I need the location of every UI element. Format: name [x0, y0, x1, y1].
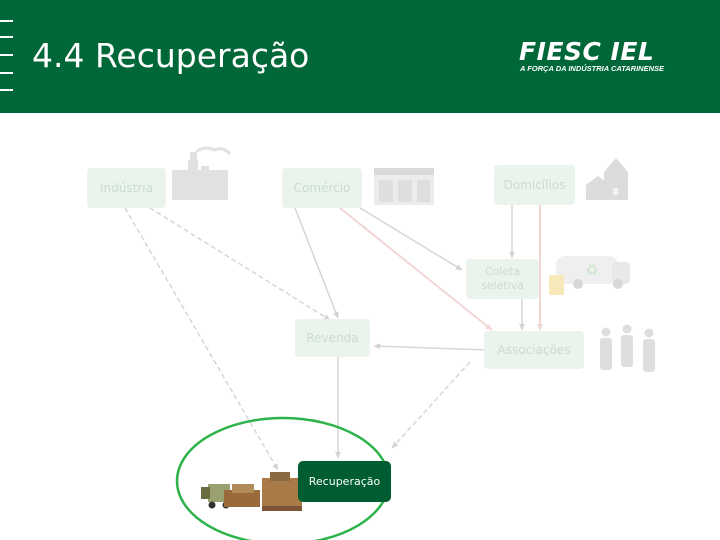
logo-wordmark: FIESC IEL — [519, 37, 655, 66]
arrow-comercio-coleta — [359, 207, 463, 271]
header-rule — [0, 89, 13, 91]
factory-icon — [172, 146, 232, 200]
fiesc-iel-logo: FIESC IEL A FORÇA DA INDÚSTRIA CATARINEN… — [519, 38, 684, 78]
arrow-comercio-revenda — [294, 207, 339, 319]
header-rule — [0, 20, 13, 22]
svg-text:♻: ♻ — [585, 261, 598, 279]
people-icon — [600, 324, 655, 372]
arrow-comercio-associacoes — [339, 207, 493, 331]
node-revenda: Revenda — [295, 319, 370, 357]
header-rule — [0, 36, 13, 38]
houses-icon — [586, 158, 628, 200]
node-associacoes: Associações — [484, 331, 584, 369]
arrow-associacoes-revenda — [373, 343, 489, 351]
logo-tagline: A FORÇA DA INDÚSTRIA CATARINENSE — [520, 64, 665, 73]
node-domicilios: Domicílios — [494, 165, 575, 205]
header-rule — [0, 72, 13, 74]
node-coleta-seletiva: Coleta seletiva — [466, 259, 539, 299]
arrow-associacoes-recuperacao — [391, 361, 471, 449]
storefront-icon — [374, 168, 434, 205]
slide-title: 4.4 Recuperação — [32, 36, 310, 75]
node-recuperacao: Recuperação — [298, 461, 391, 502]
node-comercio: Comércio — [282, 168, 362, 208]
header-rule — [0, 54, 13, 56]
arrow-industria-recuperacao — [124, 207, 279, 471]
header-bar: 4.4 Recuperação FIESC IEL A FORÇA DA IND… — [0, 0, 720, 113]
recycling-truck-icon: ♻ — [549, 256, 630, 295]
node-industria: Indústria — [87, 168, 166, 208]
arrow-industria-revenda — [149, 207, 331, 321]
forklift-boxes-icon — [201, 472, 302, 511]
